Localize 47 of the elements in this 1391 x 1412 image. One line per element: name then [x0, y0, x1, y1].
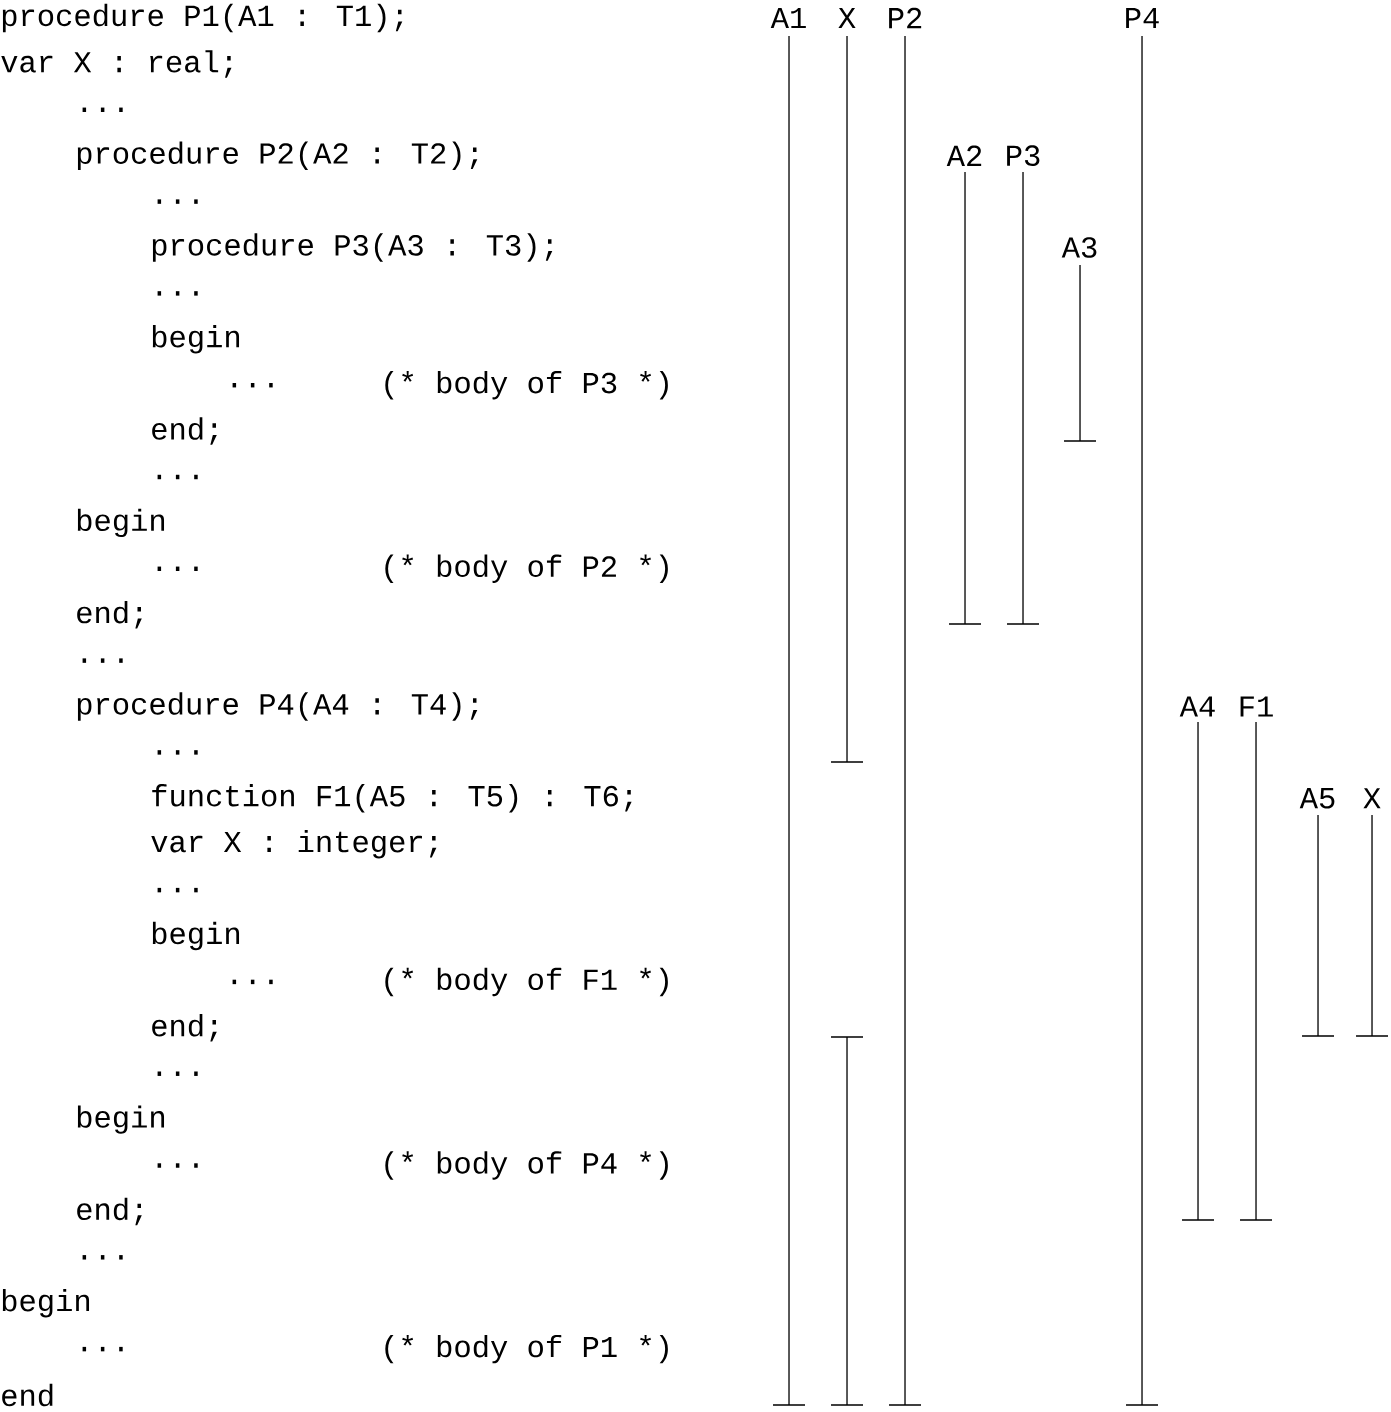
code-line: end; — [152, 417, 217, 445]
code-comment: (* body of P3 *) — [385, 371, 668, 400]
scope-name: P3 — [1007, 145, 1040, 167]
code-line: end — [2, 1383, 53, 1407]
code-line: end; — [152, 1014, 217, 1042]
code-line: ... — [157, 1163, 198, 1168]
scope-name: A2 — [946, 145, 982, 166]
code-comment: (* body of P4 *) — [385, 1151, 668, 1180]
code-line: ... — [82, 1255, 123, 1260]
scope-name: A4 — [1179, 696, 1215, 717]
scope-name: X — [838, 7, 856, 29]
code-line: ... — [82, 107, 123, 112]
code-comment: (* body of F1 *) — [385, 967, 668, 997]
code-line: procedure P4(A4 : T4); — [77, 692, 478, 721]
code-line: begin — [152, 921, 239, 951]
scope-name: X — [1363, 788, 1381, 809]
code-line: procedure P2(A2 : T2); — [77, 141, 478, 170]
code-comment: (* body of P2 *) — [385, 554, 668, 584]
code-line: ... — [232, 979, 273, 985]
code-line: end; — [77, 600, 142, 629]
scope-name: F1 — [1240, 696, 1273, 717]
code-line: ... — [82, 658, 123, 663]
code-line: ... — [157, 199, 198, 204]
code-line: ... — [157, 291, 198, 296]
code-comment: (* body of P1 *) — [385, 1334, 668, 1364]
code-line: var X : integer; — [151, 830, 437, 859]
scope-name: A3 — [1061, 237, 1097, 258]
scope-name: A1 — [770, 7, 806, 29]
code-line: var X : real; — [1, 50, 232, 78]
code-line: begin — [152, 325, 239, 354]
code-line: ... — [157, 566, 198, 572]
scope-name: P2 — [889, 7, 922, 29]
code-line: ... — [157, 887, 198, 893]
code-line: begin — [77, 1105, 164, 1134]
code-line: ... — [82, 1346, 123, 1352]
code-line: ... — [157, 1071, 198, 1076]
scope-name: A5 — [1299, 788, 1335, 809]
scope-name: P4 — [1126, 7, 1159, 29]
code-line: begin — [77, 508, 164, 538]
code-line: begin — [2, 1289, 89, 1318]
code-line: procedure P3(A3 : T3); — [152, 233, 553, 262]
code-line: procedure P1(A1 : T1); — [2, 3, 403, 33]
code-line: ... — [232, 382, 273, 388]
code-line: ... — [157, 750, 198, 755]
code-line: end; — [77, 1197, 142, 1226]
code-line: function F1(A5 : T5) : T6; — [152, 784, 632, 813]
code-line: ... — [157, 474, 198, 480]
